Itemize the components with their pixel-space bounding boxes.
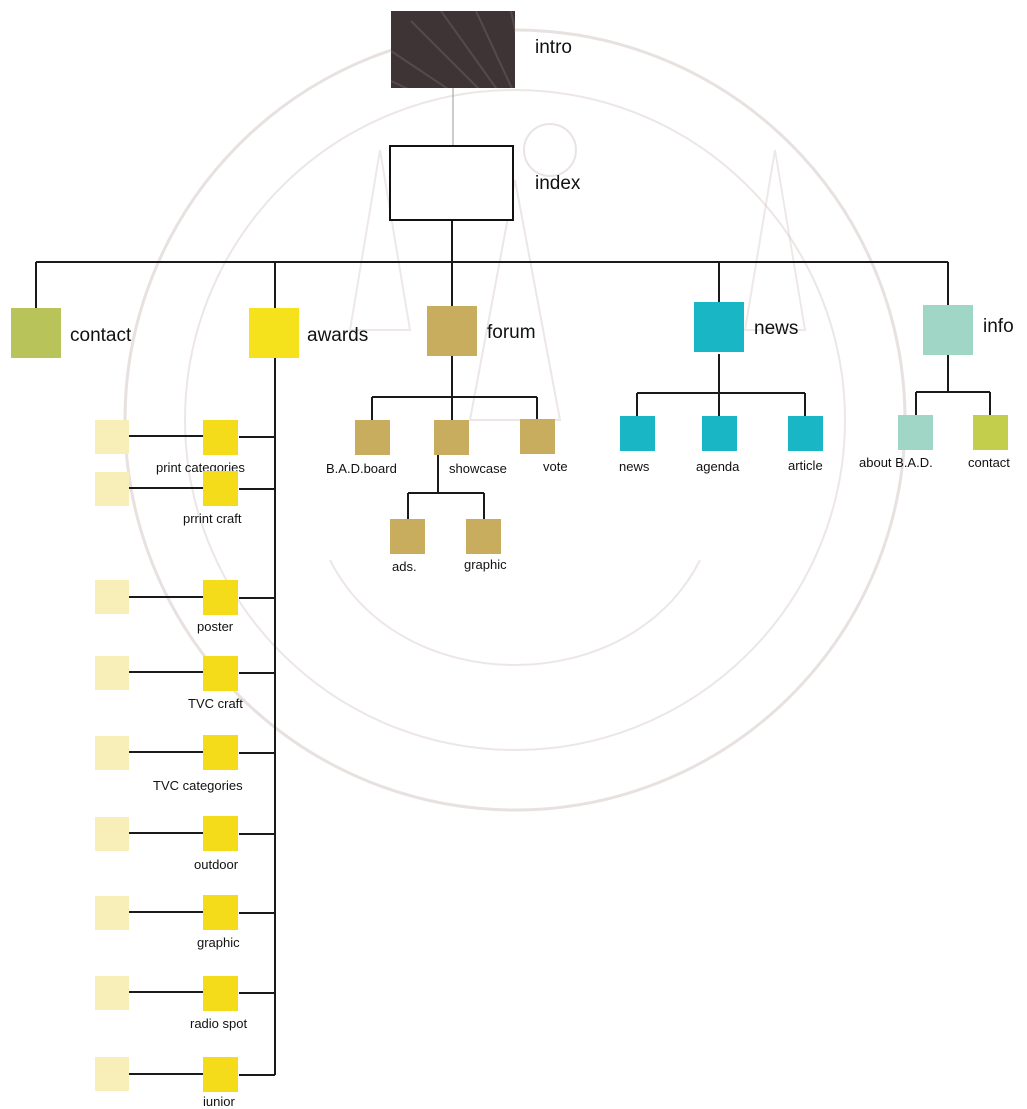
awards-item-box[interactable] [203,656,238,691]
info-section-box[interactable] [923,305,973,355]
index-label: index [535,173,581,194]
sunburst-icon [391,11,515,88]
awards-ghost-box [95,817,129,851]
awards-item-label: TVC craft [188,696,243,711]
awards-ghost-box [95,736,129,770]
awards-section-box[interactable] [249,308,299,358]
info-about-box[interactable] [898,415,933,450]
awards-ghost-box [95,472,129,506]
awards-ghost-box [95,420,129,454]
awards-item-box[interactable] [203,420,238,455]
awards-item-label: TVC categories [153,778,243,793]
forum-ads-box[interactable] [390,519,425,554]
contact-section-label: contact [70,325,132,346]
awards-section-label: awards [307,325,369,346]
forum-ads-label: ads. [392,559,417,574]
awards-item-label: iunior [203,1094,235,1109]
awards-item-label: graphic [197,935,240,950]
index-page-box[interactable] [389,145,514,221]
forum-bad-board-label: B.A.D.board [326,461,397,476]
news-article-box[interactable] [788,416,823,451]
news-agenda-box[interactable] [702,416,737,451]
news-article-label: article [788,458,823,473]
awards-ghost-box [95,1057,129,1091]
news-section-label: news [754,318,799,339]
forum-vote-box[interactable] [520,419,555,454]
awards-item-label: radio spot [190,1016,248,1031]
forum-graphic-box[interactable] [466,519,501,554]
awards-ghost-box [95,656,129,690]
forum-section-label: forum [487,322,536,343]
forum-showcase-box[interactable] [434,420,469,455]
news-news-box[interactable] [620,416,655,451]
awards-item-box[interactable] [203,976,238,1011]
awards-item-box[interactable] [203,1057,238,1092]
forum-showcase-label: showcase [449,461,507,476]
forum-bad-board-box[interactable] [355,420,390,455]
intro-label: intro [535,37,572,58]
forum-vote-label: vote [543,459,568,474]
awards-item-box[interactable] [203,816,238,851]
awards-item-box[interactable] [203,471,238,506]
awards-ghost-box [95,896,129,930]
info-section-label: info [983,316,1014,337]
contact-section-box[interactable] [11,308,61,358]
awards-item-box[interactable] [203,735,238,770]
info-contact-label: contact [968,455,1010,470]
awards-ghost-box [95,580,129,614]
news-news-label: news [619,459,650,474]
news-agenda-label: agenda [696,459,740,474]
forum-graphic-label: graphic [464,557,507,572]
news-section-box[interactable] [694,302,744,352]
awards-item-box[interactable] [203,580,238,615]
awards-item-label: print categories [156,460,245,475]
awards-item-label: poster [197,619,234,634]
intro-page-box[interactable] [391,11,515,88]
info-about-label: about B.A.D. [859,455,933,470]
awards-item-label: outdoor [194,857,239,872]
forum-section-box[interactable] [427,306,477,356]
awards-item-label: prrint craft [183,511,242,526]
info-contact-box[interactable] [973,415,1008,450]
awards-item-box[interactable] [203,895,238,930]
awards-ghost-box [95,976,129,1010]
